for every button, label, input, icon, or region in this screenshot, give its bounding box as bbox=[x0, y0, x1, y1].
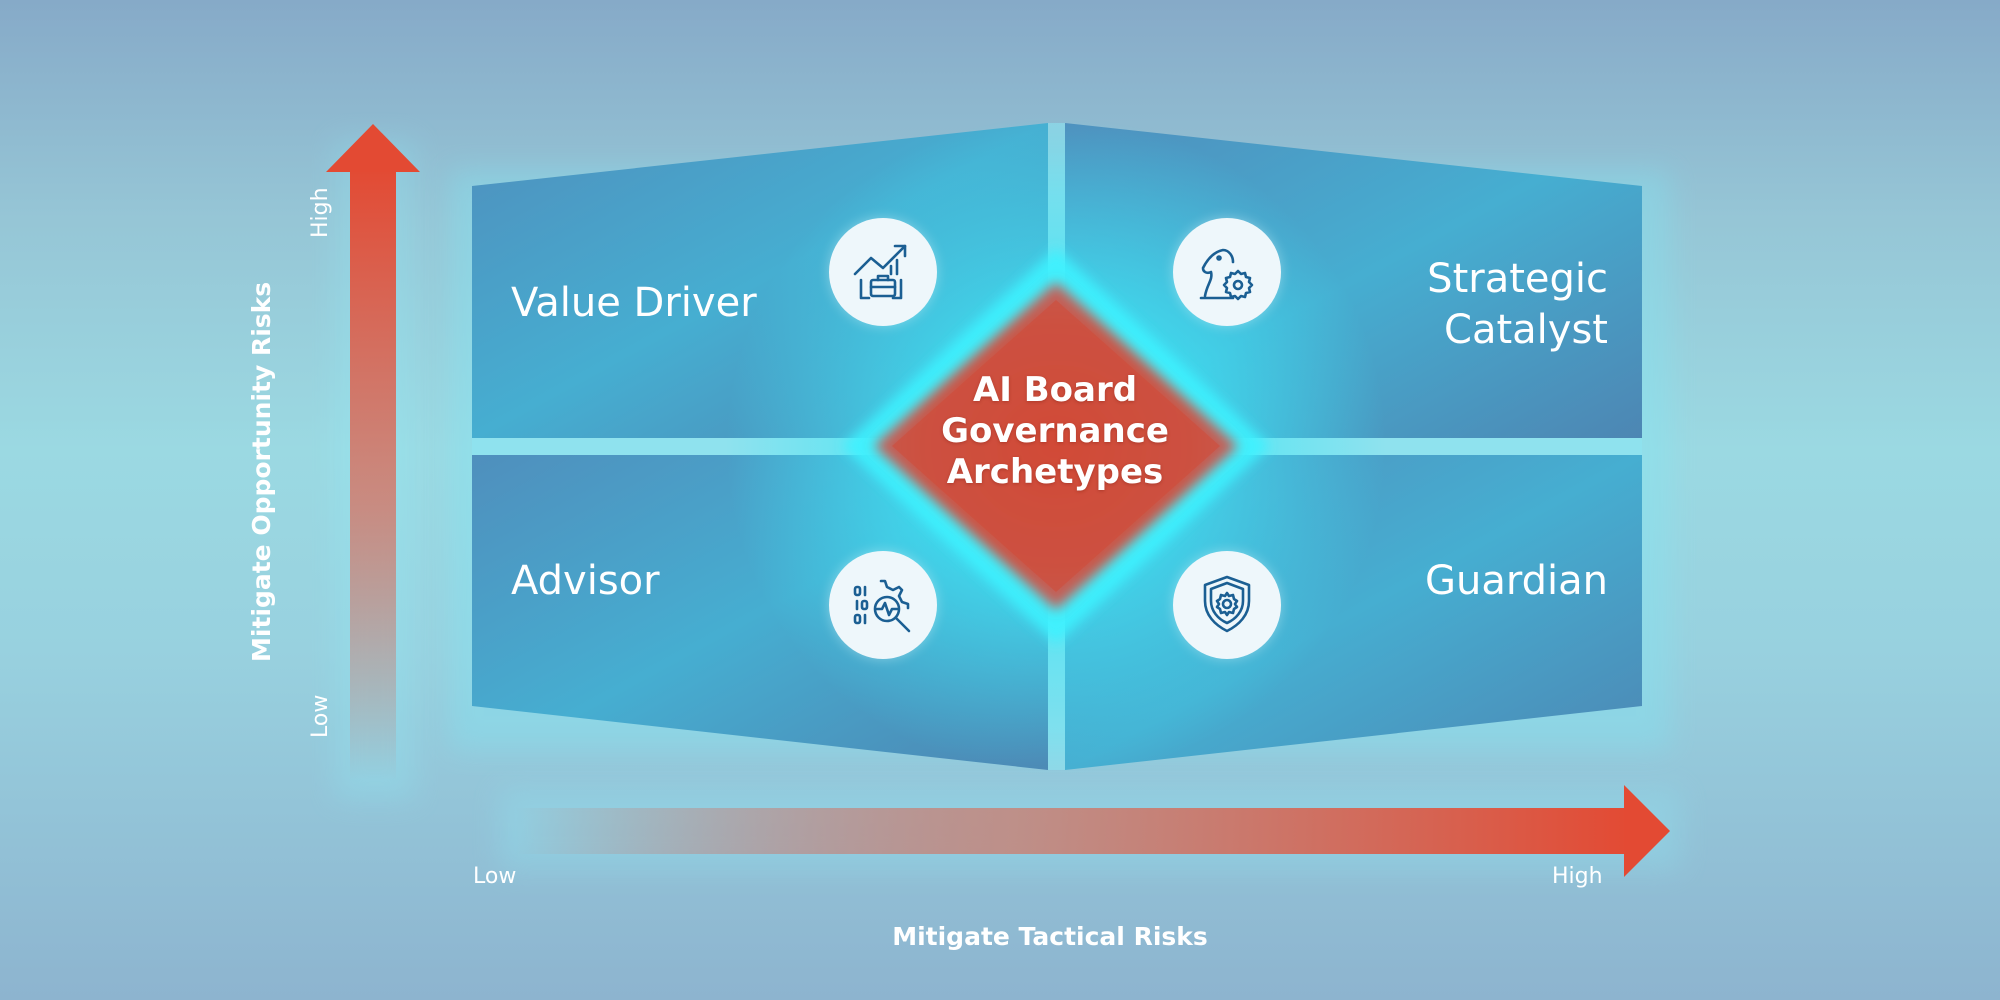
x-axis-high-label: High bbox=[1552, 864, 1603, 889]
y-axis-high-label: High bbox=[308, 187, 333, 238]
x-axis-low-label: Low bbox=[473, 864, 517, 889]
center-title-line: Archetypes bbox=[946, 452, 1164, 492]
x-axis-arrow-head bbox=[1624, 785, 1670, 877]
quadrant-label-value-driver: Value Driver bbox=[511, 280, 757, 326]
y-axis-title: Mitigate Opportunity Risks bbox=[247, 281, 276, 662]
quadrant-label-line: Catalyst bbox=[1444, 307, 1608, 353]
shield-gear-icon bbox=[1173, 551, 1281, 659]
quadrant-label-strategic-catalyst: Strategic Catalyst bbox=[1380, 254, 1608, 356]
growth-chart-briefcase-icon bbox=[829, 218, 937, 326]
y-axis-arrow-shaft bbox=[350, 168, 396, 780]
x-axis-title: Mitigate Tactical Risks bbox=[892, 922, 1208, 951]
quadrant-label-advisor: Advisor bbox=[511, 558, 660, 604]
center-title: AI Board Governance Archetypes bbox=[880, 370, 1230, 493]
y-axis-arrow-head bbox=[326, 124, 420, 172]
center-title-line: Governance bbox=[941, 411, 1169, 451]
x-axis-arrow-shaft bbox=[515, 808, 1630, 854]
quadrant-label-guardian: Guardian bbox=[1425, 558, 1608, 604]
center-title-line: AI Board bbox=[972, 370, 1138, 410]
chess-knight-gear-icon bbox=[1173, 218, 1281, 326]
y-axis-low-label: Low bbox=[308, 694, 333, 738]
gear-data-magnifier-icon bbox=[829, 551, 937, 659]
quadrant-label-line: Strategic bbox=[1427, 256, 1608, 302]
